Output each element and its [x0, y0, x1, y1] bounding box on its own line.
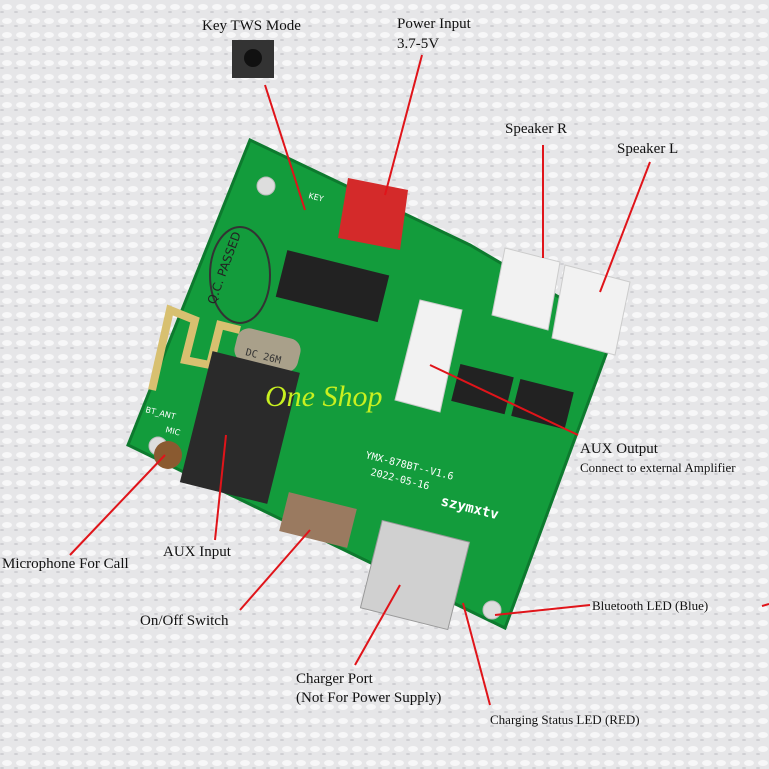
audio-jack — [179, 351, 300, 504]
label-power-input: Power Input — [397, 16, 471, 32]
speaker-l-connector — [551, 264, 631, 356]
label-aux-output-note: Connect to external Amplifier — [580, 460, 736, 475]
qc-stamp — [209, 226, 271, 324]
label-charging-led: Charging Status LED (RED) — [490, 712, 640, 727]
label-charger-port: Charger Port — [296, 671, 373, 687]
tws-button-cap — [244, 49, 262, 67]
silk-mic: MIC — [165, 425, 182, 437]
speaker-r-connector — [491, 247, 561, 331]
leader-lines — [69, 54, 769, 706]
label-on-off-switch: On/Off Switch — [140, 613, 229, 629]
label-microphone: Microphone For Call — [2, 556, 129, 572]
label-key-tws-mode: Key TWS Mode — [202, 18, 301, 34]
watermark: One Shop — [265, 380, 383, 413]
antenna — [148, 304, 241, 391]
power-connector — [338, 178, 408, 250]
silk-key: KEY — [308, 191, 325, 203]
label-speaker-r: Speaker R — [505, 121, 568, 137]
label-charger-note: (Not For Power Supply) — [296, 690, 442, 706]
usb-port — [359, 519, 471, 631]
microphone — [154, 441, 182, 469]
mount-hole — [256, 176, 276, 196]
label-aux-input: AUX Input — [163, 544, 231, 560]
label-bluetooth-led: Bluetooth LED (Blue) — [592, 598, 709, 613]
aux-output-connector — [394, 299, 463, 413]
amp-chip — [275, 250, 390, 323]
power-switch — [279, 492, 357, 548]
mount-hole — [482, 600, 502, 620]
label-aux-output: AUX Output — [580, 441, 658, 457]
op-amp-chip — [511, 379, 574, 430]
label-speaker-l: Speaker L — [617, 141, 679, 157]
pcb — [126, 137, 617, 631]
label-power-voltage: 3.7-5V — [397, 36, 440, 52]
